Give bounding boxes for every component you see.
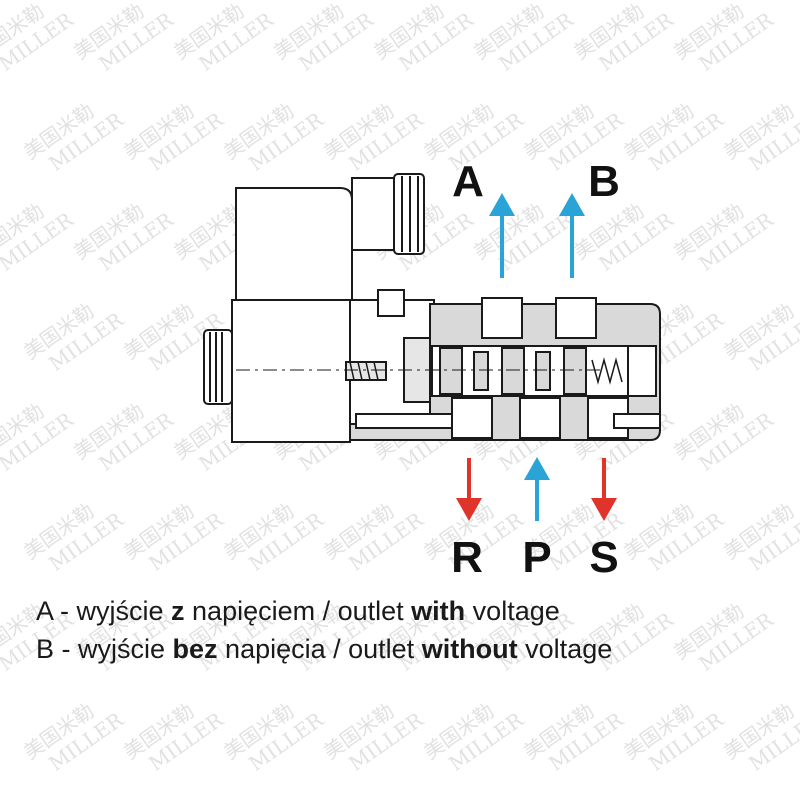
port-a-socket bbox=[481, 297, 523, 339]
return-spring bbox=[591, 357, 623, 385]
arrow-p-up bbox=[524, 457, 550, 521]
port-label-s: S bbox=[589, 533, 618, 582]
mounting-screw-left bbox=[355, 413, 453, 429]
legend-line-a: A - wyjście z napięciem / outlet with vo… bbox=[36, 594, 776, 628]
legend-b-prefix: B - wyjście bbox=[36, 634, 173, 664]
legend-b-mid: napięcia / outlet bbox=[217, 634, 422, 664]
flow-arrows bbox=[456, 193, 617, 521]
coil-housing bbox=[235, 187, 353, 301]
legend-b-bold2: without bbox=[421, 634, 518, 664]
port-label-a: A bbox=[452, 157, 484, 206]
manual-override-knob bbox=[203, 329, 233, 405]
port-p-socket bbox=[519, 397, 561, 439]
legend-a-prefix: A - wyjście bbox=[36, 596, 172, 626]
connector-nut bbox=[351, 177, 395, 251]
legend-line-b: B - wyjście bez napięcia / outlet withou… bbox=[36, 632, 776, 666]
port-r-socket bbox=[451, 397, 493, 439]
legend-a-suffix: voltage bbox=[465, 596, 560, 626]
mounting-screw-right bbox=[613, 413, 661, 429]
port-label-p: P bbox=[522, 533, 551, 582]
legend-a-bold1: z bbox=[171, 596, 185, 626]
legend-b-suffix: voltage bbox=[517, 634, 613, 664]
legend-b-bold1: bez bbox=[172, 634, 218, 664]
valve-drawing bbox=[203, 173, 661, 443]
legend-a-mid: napięciem / outlet bbox=[184, 596, 412, 626]
port-b-socket bbox=[555, 297, 597, 339]
spool bbox=[439, 347, 587, 395]
arrow-s-down bbox=[591, 458, 617, 521]
legend-a-bold2: with bbox=[411, 596, 466, 626]
coil-block bbox=[231, 299, 351, 443]
arrow-a-up bbox=[489, 193, 515, 278]
arrow-b-up bbox=[559, 193, 585, 278]
port-label-r: R bbox=[451, 533, 483, 582]
arrow-r-down bbox=[456, 458, 482, 521]
port-label-b: B bbox=[588, 157, 620, 206]
